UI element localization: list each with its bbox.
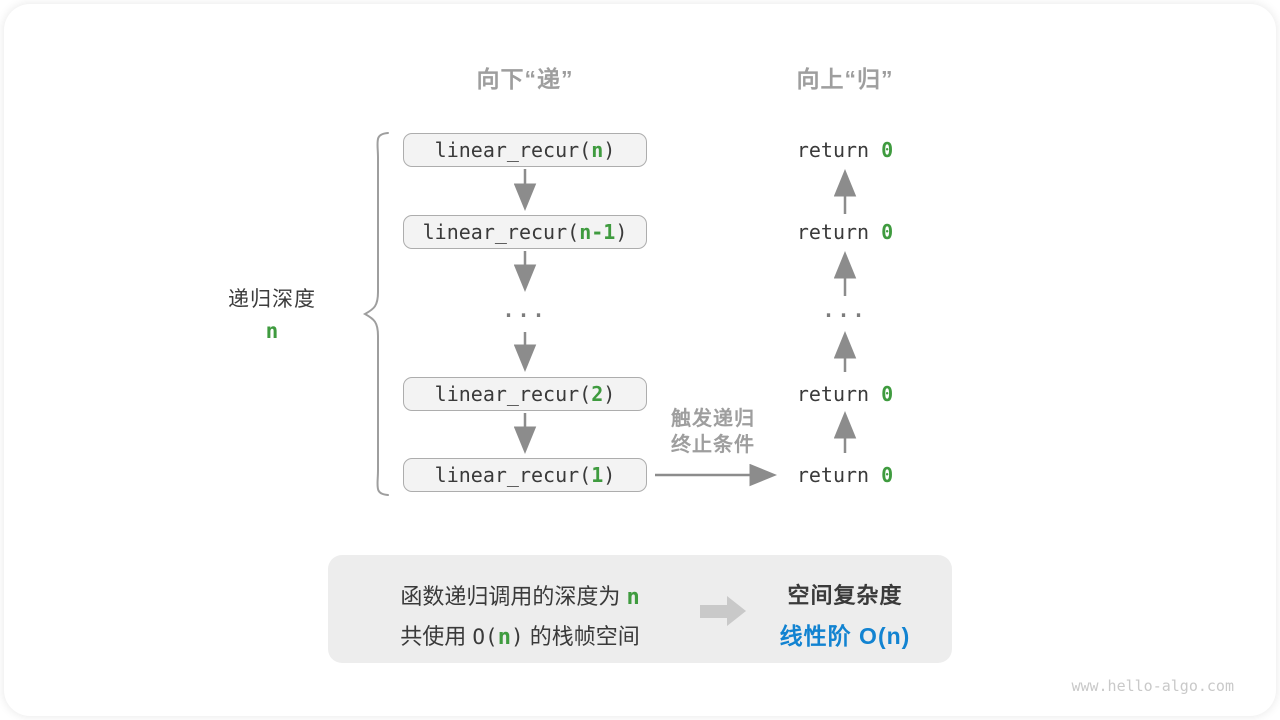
summary-line2: 共使用 O(n) 的栈帧空间 [350,619,690,651]
return-line-3: return 0 [735,382,955,406]
summary-line1: 函数递归调用的深度为 n [350,579,690,611]
call-text: linear_recur( [434,463,592,487]
header-descend: 向下“递” [476,66,574,92]
call-text: linear_recur( [434,382,592,406]
call-arg: 2 [591,382,604,406]
call-arg: 1 [591,463,604,487]
summary-right-value: 线性阶 O(n) [779,623,911,649]
depth-value: n [265,319,279,343]
base-case-label: 触发递归 终止条件 [633,406,793,458]
call-text-close: ) [603,382,616,406]
call-box-1: linear_recur(1) [403,458,647,492]
return-value: 0 [881,220,894,244]
summary-line1-n: n [626,585,640,610]
call-text: linear_recur( [422,220,580,244]
summary-line2-text: 共使用 [400,624,473,649]
implies-arrow-head [727,596,746,626]
call-text-close: ) [603,138,616,162]
summary-panel [328,555,952,663]
summary-line2-close: ) [510,625,524,649]
return-line-1: return 0 [735,138,955,162]
call-arg: n-1 [579,220,616,244]
summary-line2-n: n [497,625,511,650]
header-ascend: 向上“归” [796,66,894,92]
base-case-line2: 终止条件 [671,434,755,456]
summary-right-title: 空间复杂度 [787,583,903,608]
stack-ellipsis: ... [502,298,548,322]
summary-line2-o: O( [472,625,498,649]
summary-line2-post: 的栈帧空间 [523,624,640,649]
return-value: 0 [881,138,894,162]
base-case-line1: 触发递归 [671,408,755,430]
return-line-4: return 0 [735,463,955,487]
return-line-2: return 0 [735,220,955,244]
call-box-2: linear_recur(2) [403,377,647,411]
call-arg: n [591,138,604,162]
return-ellipsis: ... [822,298,868,322]
return-keyword: return [796,463,882,487]
return-keyword: return [796,138,882,162]
return-value: 0 [881,463,894,487]
return-value: 0 [881,382,894,406]
call-box-n-1: linear_recur(n-1) [403,215,647,249]
watermark: www.hello-algo.com [1071,677,1234,695]
depth-label: 递归深度 [228,288,316,311]
summary-line1-text: 函数递归调用的深度为 [400,584,627,609]
return-keyword: return [796,220,882,244]
call-text-close: ) [603,463,616,487]
return-keyword: return [796,382,882,406]
implies-arrow-shaft [700,605,727,618]
call-text: linear_recur( [434,138,592,162]
call-text-close: ) [615,220,628,244]
call-box-n: linear_recur(n) [403,133,647,167]
